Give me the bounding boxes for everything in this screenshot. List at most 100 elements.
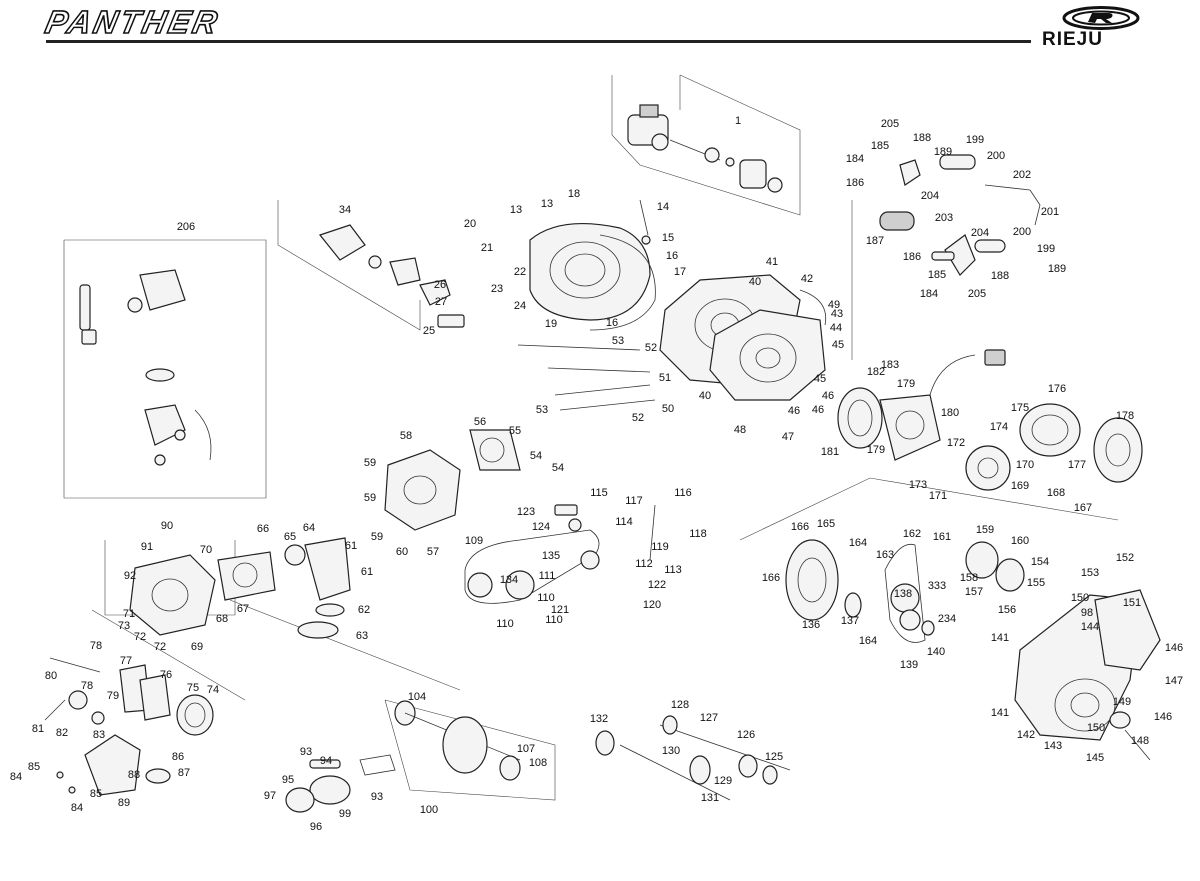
part-number-label: 150	[1087, 722, 1105, 734]
part-number-label: 138	[894, 588, 912, 600]
part-number-label: 27	[435, 296, 447, 308]
part-number-label: 110	[545, 614, 563, 626]
part-number-label: 46	[822, 390, 834, 402]
part-number-label: 175	[1011, 402, 1029, 414]
part-number-label: 63	[356, 630, 368, 642]
part-number-label: 174	[990, 421, 1008, 433]
part-number-label: 121	[551, 604, 569, 616]
part-number-label: 45	[814, 373, 826, 385]
part-number-label: 186	[903, 251, 921, 263]
part-number-label: 98	[1081, 607, 1093, 619]
part-number-label: 74	[207, 684, 219, 696]
part-number-label: 185	[928, 269, 946, 281]
part-number-label: 146	[1165, 642, 1183, 654]
part-number-label: 139	[900, 659, 918, 671]
part-number-label: 179	[897, 378, 915, 390]
part-number-label: 168	[1047, 487, 1065, 499]
part-number-label: 127	[700, 712, 718, 724]
part-number-label: 52	[632, 412, 644, 424]
part-number-label: 155	[1027, 577, 1045, 589]
part-number-label: 21	[481, 242, 493, 254]
part-number-label: 16	[666, 250, 678, 262]
part-number-label: 22	[514, 266, 526, 278]
part-number-label: 99	[339, 808, 351, 820]
part-number-label: 126	[737, 729, 755, 741]
part-number-label: 135	[542, 550, 560, 562]
part-number-label: 82	[56, 727, 68, 739]
part-number-label: 20	[464, 218, 476, 230]
part-number-label: 50	[662, 403, 674, 415]
part-number-label: 75	[187, 682, 199, 694]
part-number-label: 13	[541, 198, 553, 210]
part-number-label: 92	[124, 570, 136, 582]
part-number-label: 62	[358, 604, 370, 616]
part-number-label: 61	[361, 566, 373, 578]
cylinder-assembly	[384, 429, 521, 531]
part-number-label: 181	[821, 446, 839, 458]
part-number-label: 89	[118, 797, 130, 809]
part-number-label: 161	[933, 531, 951, 543]
part-number-label: 131	[701, 792, 719, 804]
crankcase-halves	[659, 274, 827, 401]
part-number-label: 185	[871, 140, 889, 152]
part-number-label: 206	[177, 221, 195, 233]
part-number-label: 201	[1041, 206, 1059, 218]
part-number-label: 136	[802, 619, 820, 631]
crankshaft-piston-assembly	[285, 700, 521, 813]
part-number-label: 1	[735, 115, 741, 127]
part-number-label: 88	[128, 769, 140, 781]
part-number-label: 59	[364, 457, 376, 469]
part-number-label: 76	[160, 669, 172, 681]
part-number-label: 95	[282, 774, 294, 786]
part-number-label: 143	[1044, 740, 1062, 752]
flywheel-stator-assembly	[837, 349, 1143, 491]
part-number-label: 129	[714, 775, 732, 787]
part-number-label: 182	[867, 366, 885, 378]
part-number-label: 55	[509, 425, 521, 437]
cam-chain-assembly	[464, 504, 656, 604]
part-number-label: 189	[1048, 263, 1066, 275]
part-number-label: 164	[849, 537, 867, 549]
part-number-label: 144	[1081, 621, 1099, 633]
part-number-label: 56	[474, 416, 486, 428]
part-number-label: 78	[81, 680, 93, 692]
valve-cover	[56, 734, 171, 796]
part-number-label: 167	[1074, 502, 1092, 514]
part-number-label: 159	[976, 524, 994, 536]
part-number-label: 169	[1011, 480, 1029, 492]
part-number-label: 85	[28, 761, 40, 773]
part-number-label: 157	[965, 586, 983, 598]
part-number-label: 234	[938, 613, 956, 625]
part-number-label: 152	[1116, 552, 1134, 564]
cylinder-studs	[517, 344, 656, 411]
part-number-label: 23	[491, 283, 503, 295]
part-number-label: 71	[123, 608, 135, 620]
rieju-emblem-icon	[1062, 6, 1140, 30]
crankcase-cover-right	[529, 199, 656, 331]
part-number-label: 204	[921, 190, 939, 202]
part-number-label: 186	[846, 177, 864, 189]
part-number-label: 77	[120, 655, 132, 667]
cylinder-head	[129, 537, 351, 639]
part-number-label: 111	[539, 570, 556, 582]
part-number-label: 205	[968, 288, 986, 300]
part-number-label: 90	[161, 520, 173, 532]
part-number-label: 108	[529, 757, 547, 769]
part-number-label: 170	[1016, 459, 1034, 471]
part-number-label: 100	[420, 804, 438, 816]
part-number-label: 205	[881, 118, 899, 130]
part-number-label: 49	[828, 299, 840, 311]
part-number-label: 173	[909, 479, 927, 491]
gear-shift-assembly	[879, 154, 1041, 276]
part-number-label: 150	[1071, 592, 1089, 604]
exploded-engine-diagram: 1205188199185189184200202186204201203200…	[10, 74, 1183, 833]
part-number-label: 96	[310, 821, 322, 833]
part-number-label: 70	[200, 544, 212, 556]
part-number-label: 153	[1081, 567, 1099, 579]
part-number-label: 72	[134, 631, 146, 643]
part-number-label: 59	[364, 492, 376, 504]
part-number-label: 188	[991, 270, 1009, 282]
part-number-label: 134	[500, 574, 518, 586]
part-number-label: 78	[90, 640, 102, 652]
part-number-label: 203	[935, 212, 953, 224]
